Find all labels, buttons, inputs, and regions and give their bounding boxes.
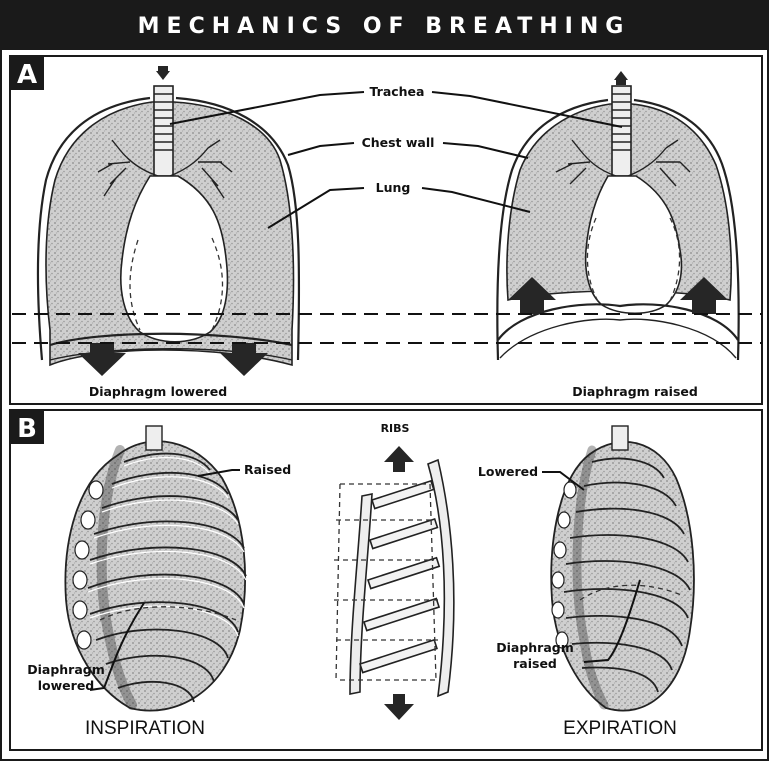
raised-label: Raised [244,462,291,477]
diaphragm-raised-caption: Diaphragm raised [572,384,698,399]
ribs-label: RIBS [381,422,410,435]
inspiration-caption: INSPIRATION [85,718,205,739]
chest-wall-label: Chest wall [362,135,435,150]
lung-label: Lung [376,180,411,195]
left-diaphragm-label-line2: lowered [38,678,95,693]
expiration-caption: EXPIRATION [563,718,677,739]
diaphragm-lowered-caption: Diaphragm lowered [89,384,227,399]
right-trachea [612,86,631,176]
figure-title: MECHANICS OF BREATHING [138,14,631,39]
left-trachea [154,86,173,176]
panel-a-letter: A [17,60,37,90]
right-diaphragm-label-line1: Diaphragm [496,640,574,655]
panel-b-letter: B [17,414,37,444]
lowered-label: Lowered [478,464,538,479]
right-diaphragm-label-line2: raised [513,656,557,671]
left-diaphragm-label-line1: Diaphragm [27,662,105,677]
trachea-label: Trachea [370,84,425,99]
